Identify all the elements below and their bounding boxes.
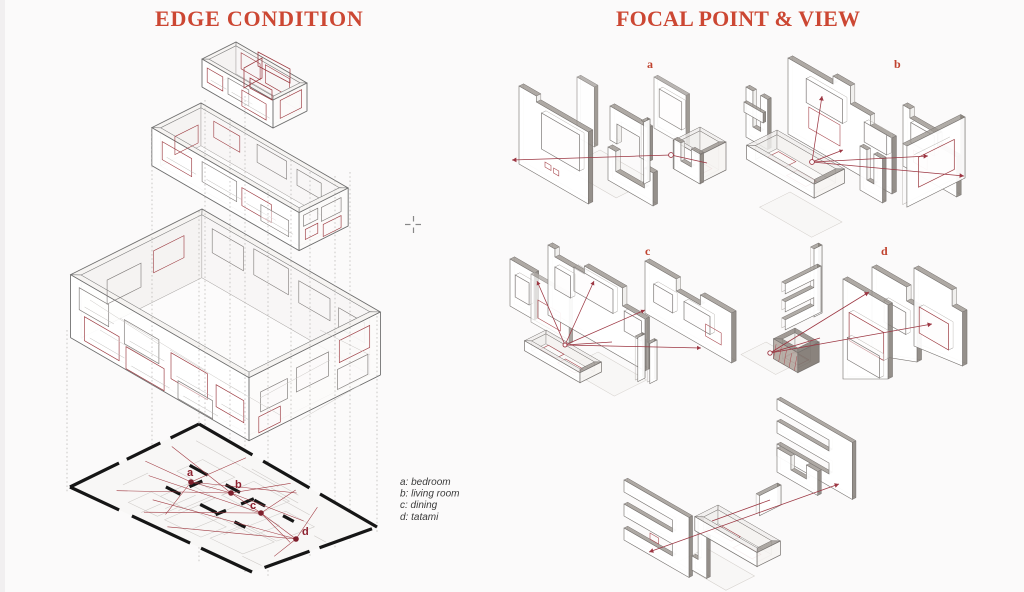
- svg-text:d: d: [302, 526, 309, 538]
- svg-text:b: b: [894, 57, 901, 71]
- svg-text:d: d: [881, 244, 888, 258]
- svg-text:a: bedroom: a: bedroom: [400, 477, 451, 488]
- svg-text:c: c: [645, 244, 651, 258]
- svg-text:c: c: [250, 500, 256, 512]
- svg-text:d: tatami: d: tatami: [400, 512, 439, 523]
- svg-text:a: a: [187, 467, 194, 479]
- svg-text:b: b: [235, 479, 242, 491]
- svg-text:c: dining: c: dining: [400, 500, 438, 511]
- svg-text:a: a: [647, 57, 653, 71]
- svg-text:b: living room: b: living room: [400, 489, 459, 500]
